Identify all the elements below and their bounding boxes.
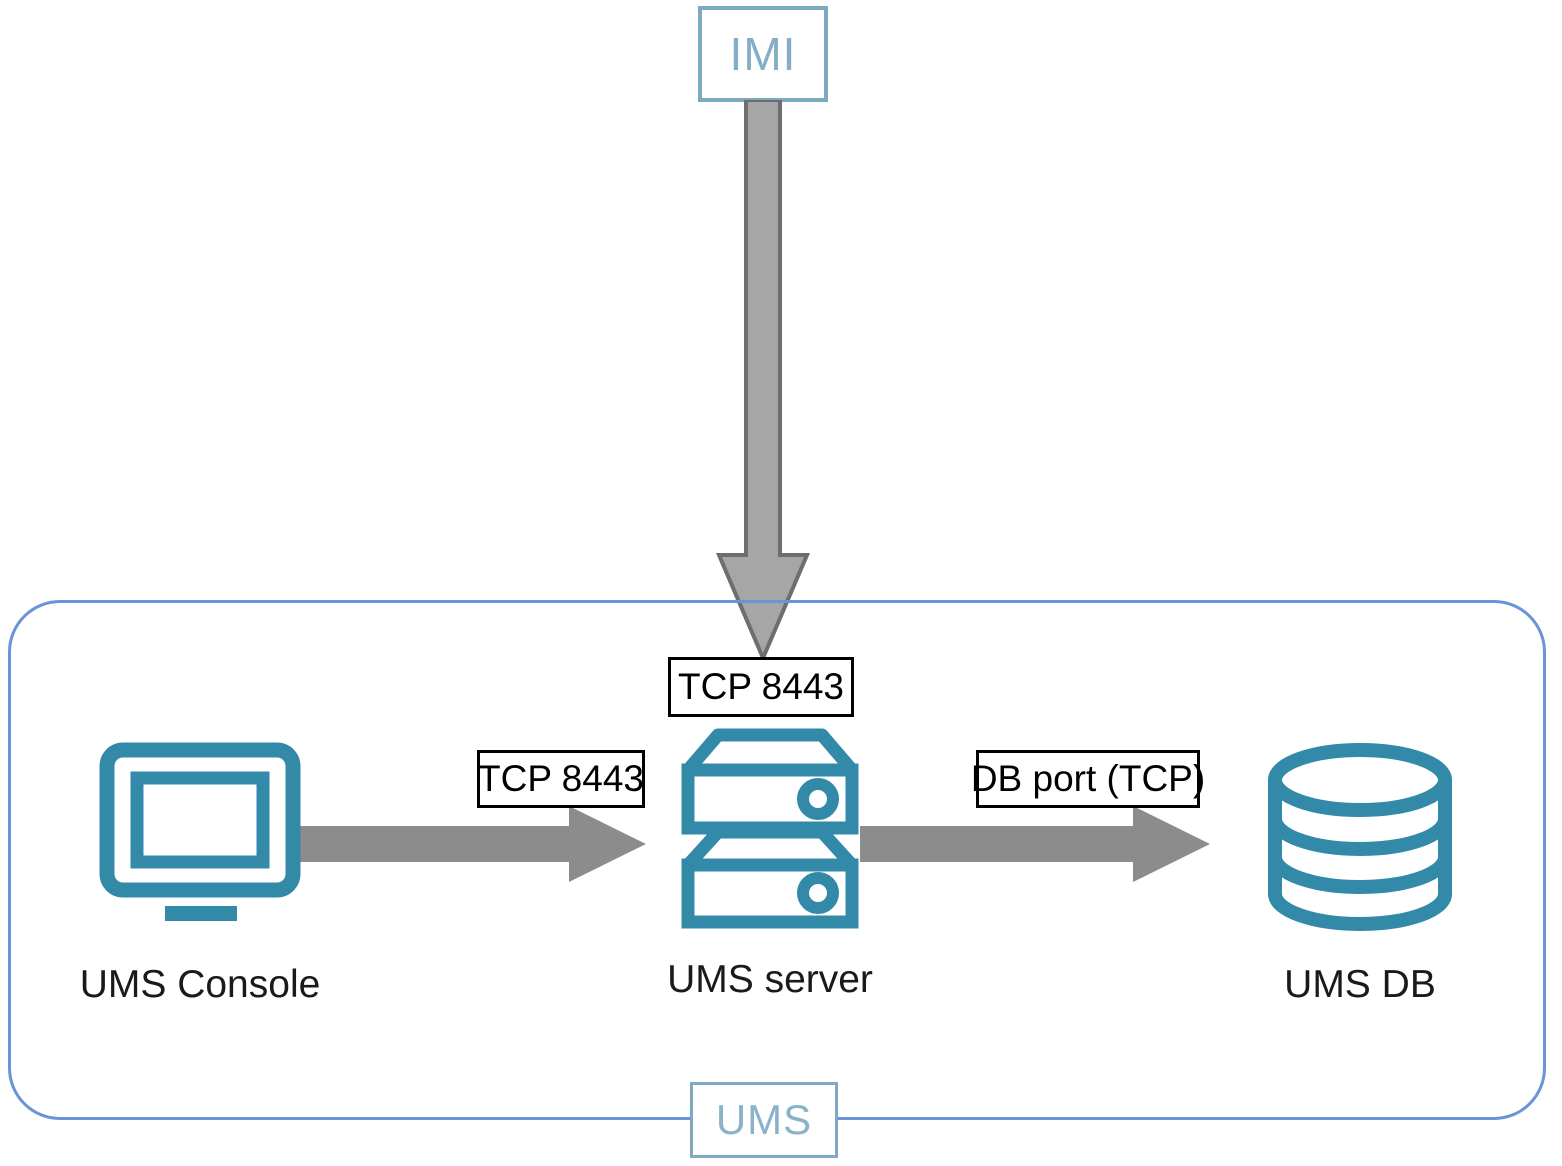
server-rack-icon (670, 726, 870, 936)
port-label-imi-to-server: TCP 8443 (668, 657, 854, 717)
port-label-server-to-db: DB port (TCP) (971, 750, 1205, 808)
imi-tag-box: IMI (698, 6, 828, 102)
imi-tag-label: IMI (729, 28, 797, 80)
right-arrow-icon-server-to-db (860, 806, 1210, 882)
database-cylinder-icon (1260, 742, 1460, 937)
node-ums-db[interactable]: UMS DB (1200, 742, 1520, 1007)
right-arrow-icon-console-to-server (286, 806, 646, 882)
ums-boundary-tag-box: UMS (690, 1082, 838, 1158)
node-label-ums-server: UMS server (667, 958, 873, 1001)
node-ums-console[interactable]: UMS Console (30, 742, 370, 1007)
port-label-text: TCP 8443 (478, 758, 644, 799)
ums-boundary-tag-label: UMS (715, 1096, 813, 1143)
monitor-icon (95, 742, 305, 937)
port-label-console-to-server: TCP 8443 (477, 750, 645, 808)
down-arrow-icon (715, 98, 811, 664)
port-label-text: DB port (TCP) (970, 758, 1206, 799)
port-label-text: TCP 8443 (678, 666, 844, 707)
node-label-ums-db: UMS DB (1284, 963, 1436, 1006)
node-ums-server[interactable]: UMS server (600, 726, 940, 1002)
node-label-ums-console: UMS Console (79, 963, 321, 1006)
